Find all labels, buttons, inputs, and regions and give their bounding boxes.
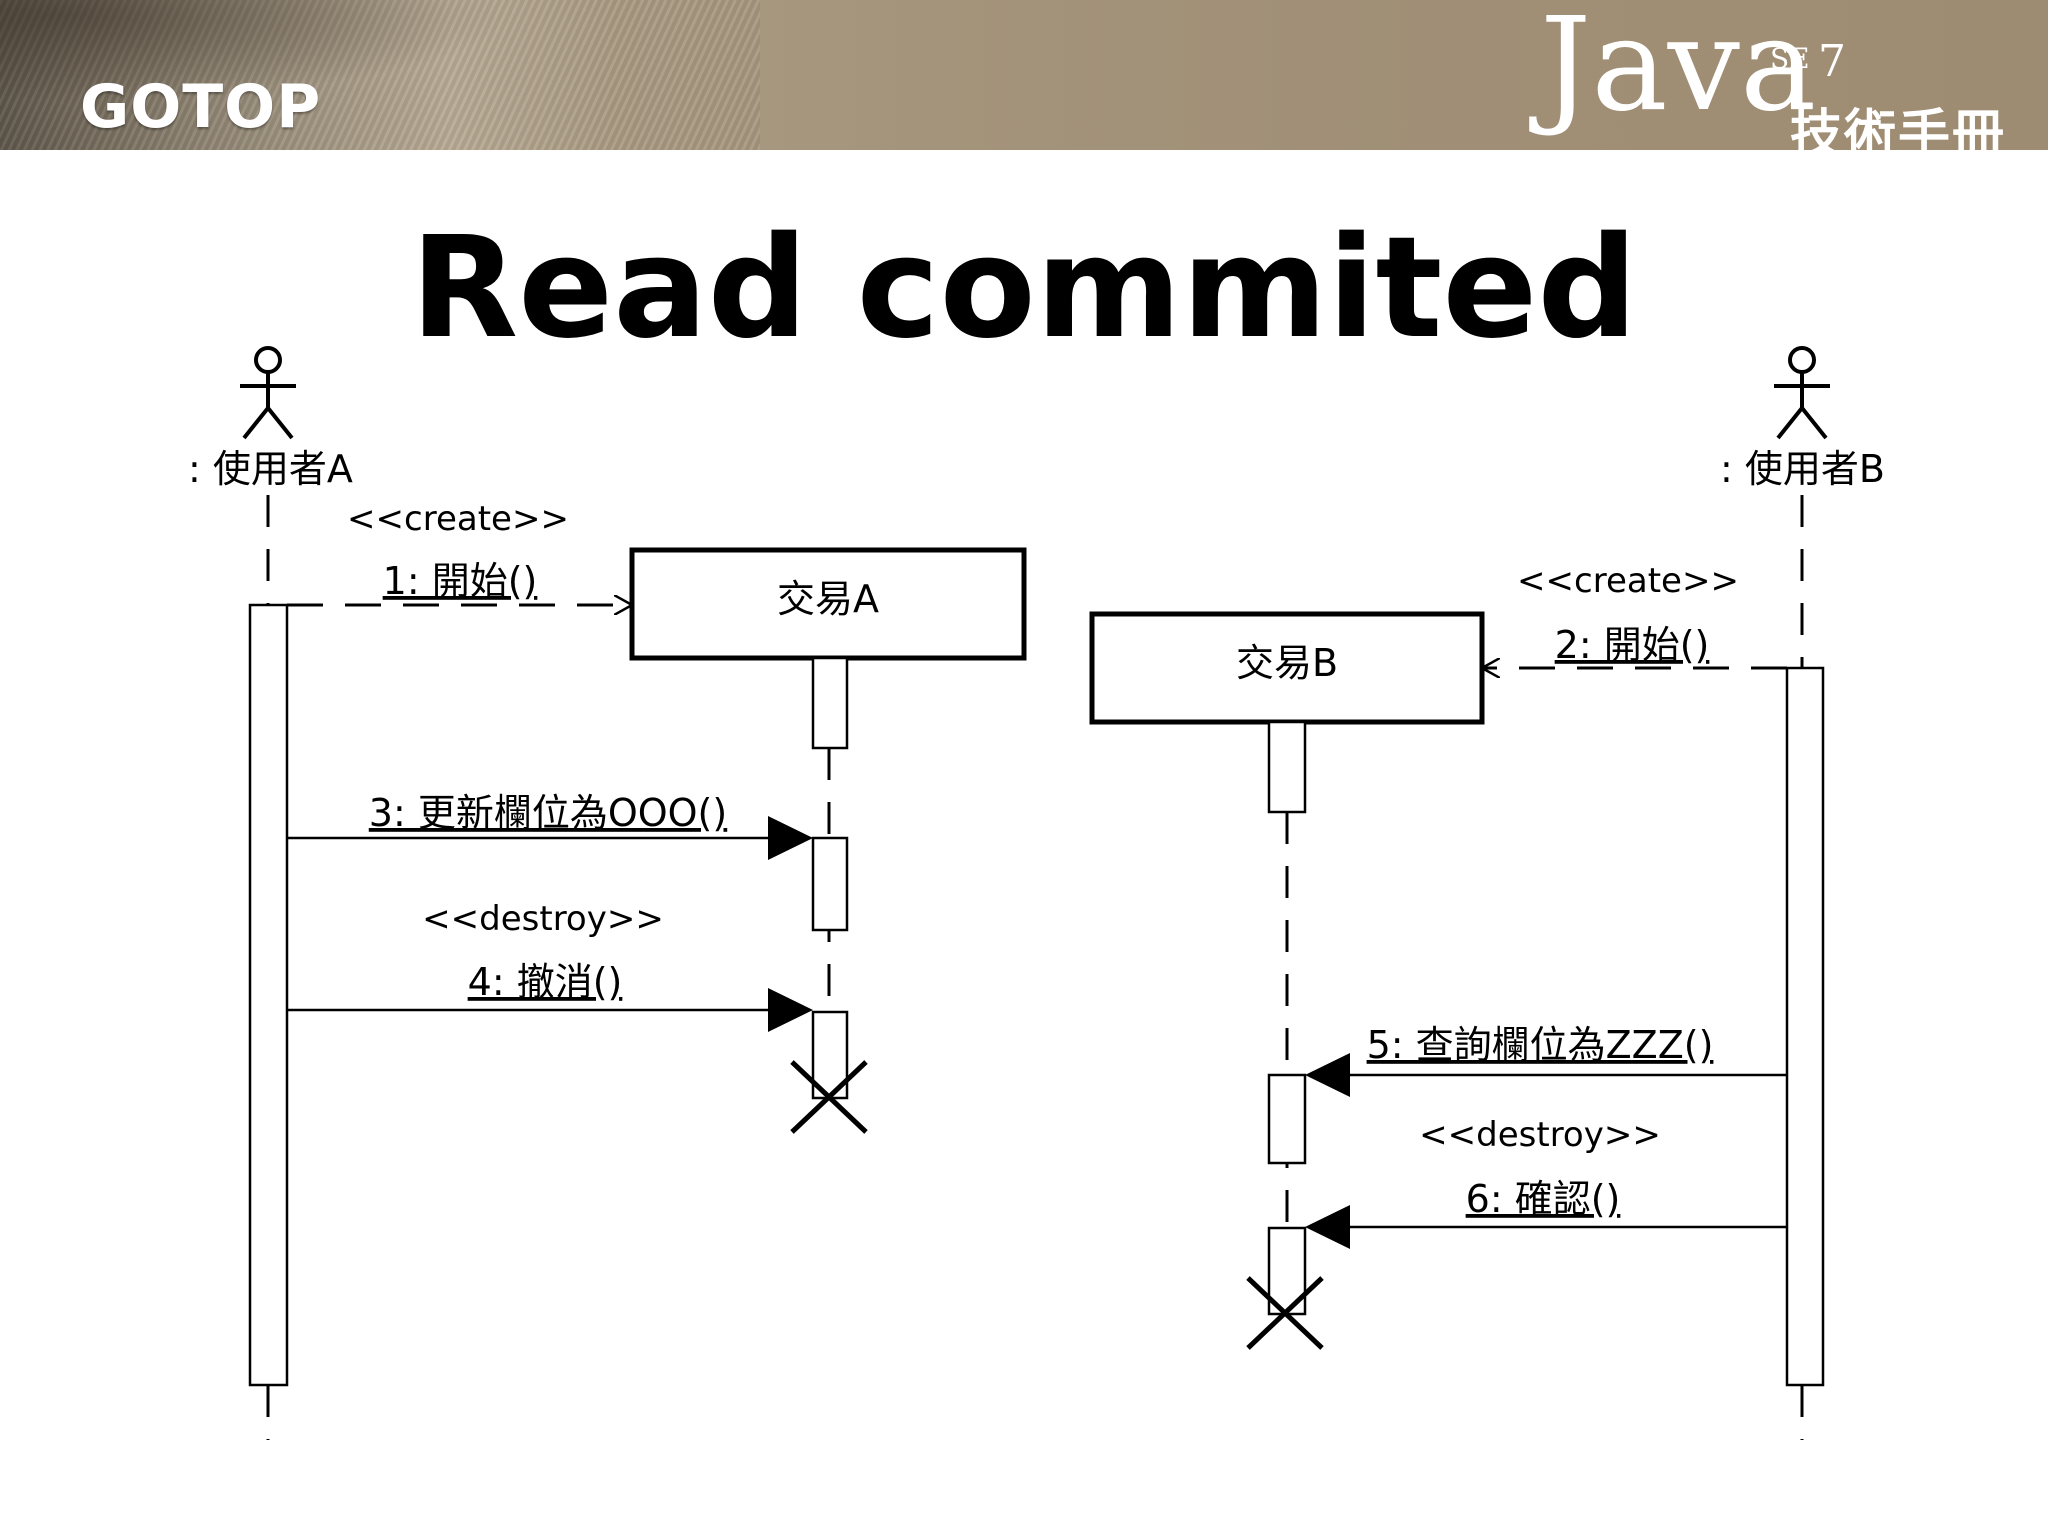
destroy-x-tx-a	[790, 1060, 868, 1134]
message-1-label: 1: 開始()	[383, 559, 538, 603]
destroy-a-stereotype: <<destroy>>	[422, 899, 664, 939]
activation-tx-b-2	[1267, 1073, 1307, 1165]
actor-a-icon	[240, 346, 296, 440]
tx-b-box	[1089, 611, 1485, 725]
tx-a-label: 交易A	[777, 577, 879, 621]
message-4-label: 4: 撤消()	[468, 960, 623, 1004]
slide-title: Read commited	[410, 207, 1638, 370]
tx-b-label: 交易B	[1236, 641, 1338, 685]
java-brand: Java	[1540, 0, 1817, 140]
message-3-label: 3: 更新欄位為OOO()	[369, 791, 727, 835]
message-6-label: 6: 確認()	[1466, 1177, 1621, 1221]
message-3-arrowhead	[768, 816, 813, 860]
java-version: 7	[1818, 36, 1846, 87]
activation-tx-a-1	[811, 656, 849, 750]
create-b-stereotype: <<create>>	[1517, 561, 1739, 601]
actor-a-label: : 使用者A	[188, 447, 353, 491]
java-se-label: SE	[1770, 42, 1810, 75]
actor-b-icon	[1774, 346, 1830, 440]
actor-b-label: : 使用者B	[1720, 447, 1885, 491]
create-a-stereotype: <<create>>	[347, 499, 569, 539]
message-2-label: 2: 開始()	[1555, 623, 1710, 667]
message-4-arrowhead	[768, 988, 813, 1032]
gotop-logo: GOTOP	[80, 72, 322, 142]
activation-actor-b	[1785, 666, 1825, 1387]
activation-actor-a	[248, 603, 289, 1387]
activation-tx-b-1	[1267, 720, 1307, 814]
book-subtitle: 技術手冊	[1790, 105, 2007, 165]
activation-tx-a-2	[811, 836, 849, 932]
message-5-arrowhead	[1305, 1053, 1350, 1097]
destroy-x-tx-b	[1246, 1276, 1324, 1350]
destroy-b-stereotype: <<destroy>>	[1419, 1115, 1661, 1155]
header-banner: GOTOP Java SE 7 技術手冊	[0, 0, 2048, 165]
message-5-label: 5: 查詢欄位為ZZZ()	[1367, 1023, 1714, 1067]
message-6-arrowhead	[1305, 1205, 1350, 1249]
